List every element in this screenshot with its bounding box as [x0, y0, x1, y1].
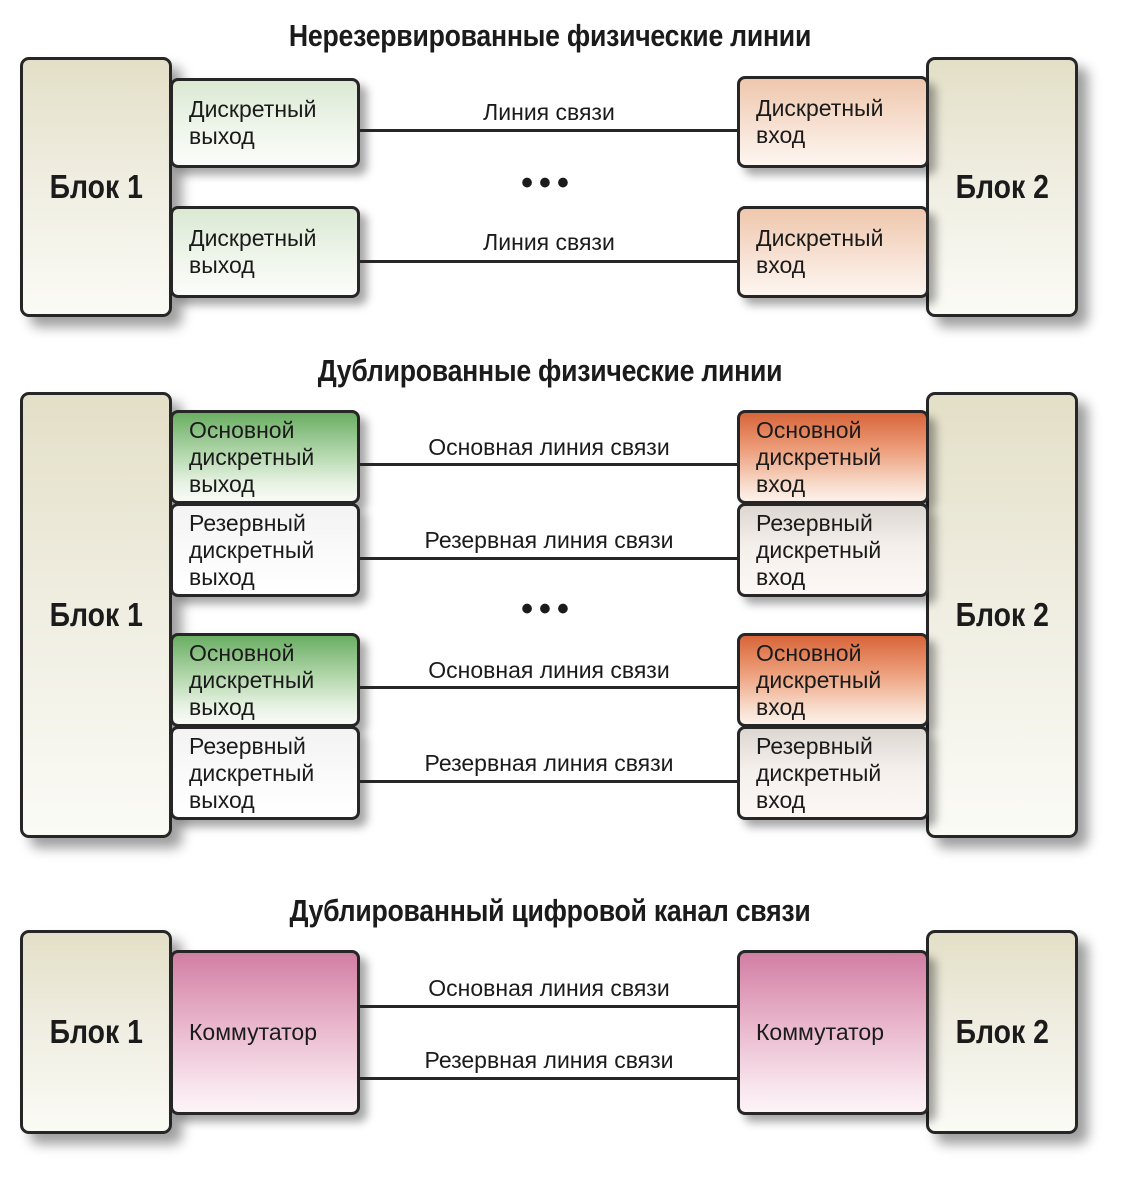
block-2: Блок 2: [926, 930, 1078, 1134]
main-discrete-output-label: Основной дискретный выход: [189, 639, 315, 720]
block-2: Блок 2: [926, 57, 1078, 317]
reserve-discrete-input-label: Резервный дискретный вход: [756, 509, 882, 590]
switch-right-label: Коммутатор: [756, 1019, 884, 1045]
main-link-line: [360, 1005, 738, 1008]
main-discrete-output: Основной дискретный выход: [170, 410, 360, 504]
main-link-label: Основная линия связи: [428, 657, 670, 683]
discrete-input: Дискретный вход: [737, 206, 929, 298]
reserve-discrete-input: Резервный дискретный вход: [737, 726, 929, 820]
section-title-duplicated-lines: Дублированные физические линии: [317, 353, 783, 388]
reserve-discrete-output: Резервный дискретный выход: [170, 726, 360, 820]
switch-left: Коммутатор: [170, 950, 360, 1115]
block-2-label: Блок 2: [955, 168, 1049, 205]
main-link-label: Основная линия связи: [428, 434, 670, 460]
ellipsis: •••: [521, 590, 575, 628]
ellipsis: •••: [521, 164, 575, 202]
link-line: [360, 129, 738, 132]
reserve-link-line: [360, 1077, 738, 1080]
reserve-link-label: Резервная линия связи: [424, 1047, 674, 1073]
main-discrete-input-label: Основной дискретный вход: [756, 416, 882, 497]
block-2-label: Блок 2: [955, 1013, 1049, 1050]
main-discrete-output: Основной дискретный выход: [170, 633, 360, 727]
main-discrete-output-label: Основной дискретный выход: [189, 416, 315, 497]
reserve-discrete-output: Резервный дискретный выход: [170, 503, 360, 597]
discrete-output: Дискретный выход: [170, 78, 360, 168]
reserve-discrete-input-label: Резервный дискретный вход: [756, 732, 882, 813]
switch-left-label: Коммутатор: [189, 1019, 317, 1045]
link-line: [360, 260, 738, 263]
main-link-label: Основная линия связи: [428, 975, 670, 1001]
reserve-link-label: Резервная линия связи: [424, 750, 674, 776]
block-2-label: Блок 2: [955, 596, 1049, 633]
section-title-unreserved: Нерезервированные физические линии: [288, 18, 812, 53]
main-discrete-input: Основной дискретный вход: [737, 633, 929, 727]
section-title-digital-channel: Дублированный цифровой канал связи: [289, 893, 811, 928]
reserve-link-line: [360, 780, 738, 783]
reserve-discrete-output-label: Резервный дискретный выход: [189, 509, 315, 590]
discrete-output-label: Дискретный выход: [189, 225, 317, 278]
switch-right: Коммутатор: [737, 950, 929, 1115]
discrete-input: Дискретный вход: [737, 76, 929, 168]
block-1: Блок 1: [20, 392, 172, 838]
link-label: Линия связи: [483, 229, 615, 255]
block-1-label: Блок 1: [49, 596, 143, 633]
main-link-line: [360, 686, 738, 689]
discrete-output: Дискретный выход: [170, 206, 360, 298]
reserve-discrete-output-label: Резервный дискретный выход: [189, 732, 315, 813]
main-discrete-input: Основной дискретный вход: [737, 410, 929, 504]
reserve-link-label: Резервная линия связи: [424, 527, 674, 553]
link-label: Линия связи: [483, 99, 615, 125]
block-1: Блок 1: [20, 57, 172, 317]
discrete-input-label: Дискретный вход: [756, 95, 884, 148]
discrete-output-label: Дискретный выход: [189, 96, 317, 149]
main-discrete-input-label: Основной дискретный вход: [756, 639, 882, 720]
block-1: Блок 1: [20, 930, 172, 1134]
block-2: Блок 2: [926, 392, 1078, 838]
reserve-discrete-input: Резервный дискретный вход: [737, 503, 929, 597]
reserve-link-line: [360, 557, 738, 560]
discrete-input-label: Дискретный вход: [756, 225, 884, 278]
block-1-label: Блок 1: [49, 168, 143, 205]
block-1-label: Блок 1: [49, 1013, 143, 1050]
main-link-line: [360, 463, 738, 466]
